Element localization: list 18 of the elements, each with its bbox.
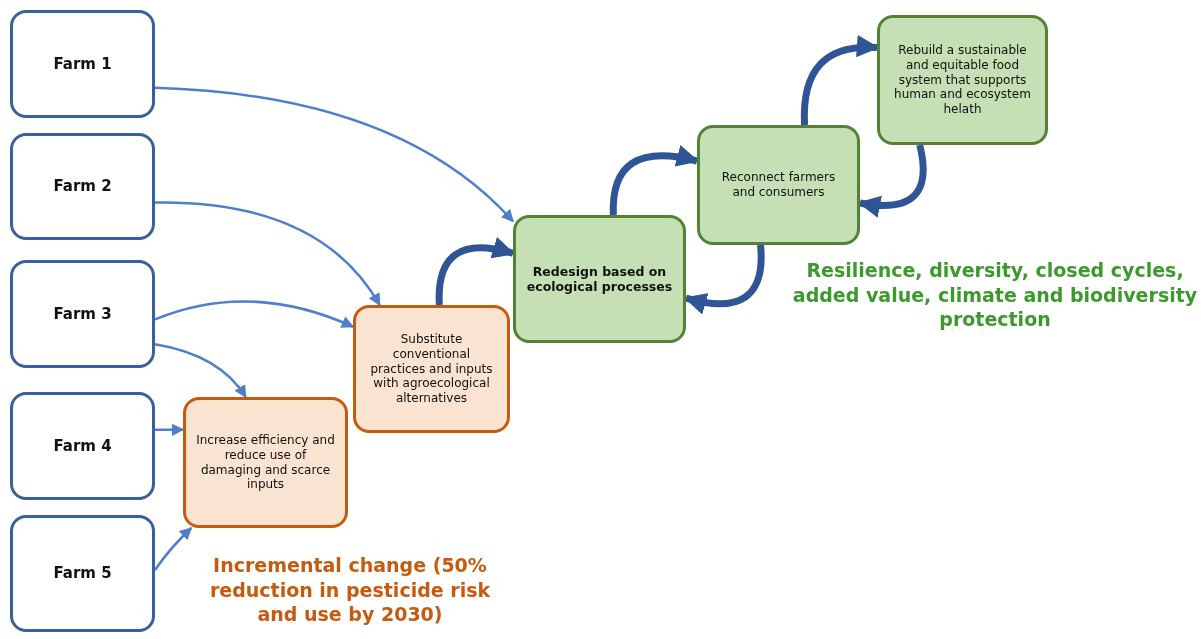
farm-box: Farm 1 (10, 10, 155, 118)
arrow (153, 527, 193, 571)
step-box: Substitute conventional practices and inputs with agroecological alternatives (353, 305, 510, 433)
step-box: Rebuild a sustainable and equitable food system that supports human and ecosystem helath (877, 15, 1048, 145)
step-box: Reconnect farmers and consumers (697, 125, 860, 245)
farm-box: Farm 4 (10, 392, 155, 500)
farm-box: Farm 3 (10, 260, 155, 368)
arrow (154, 300, 355, 329)
step-box: Increase efficiency and reduce use of damaging and scarce inputs (183, 397, 348, 528)
arrow (154, 343, 247, 399)
arrow (154, 86, 514, 223)
farm-box: Farm 5 (10, 515, 155, 632)
farm-box: Farm 2 (10, 133, 155, 240)
step-box: Redesign based on ecological processes (513, 215, 686, 343)
arrow (155, 423, 185, 436)
note-text: Resilience, diversity, closed cycles, added value, climate and biodiversity protection (791, 258, 1199, 333)
note-text: Incremental change (50% reduction in pesticide risk and use by 2030) (208, 553, 492, 628)
arrow (155, 201, 381, 307)
